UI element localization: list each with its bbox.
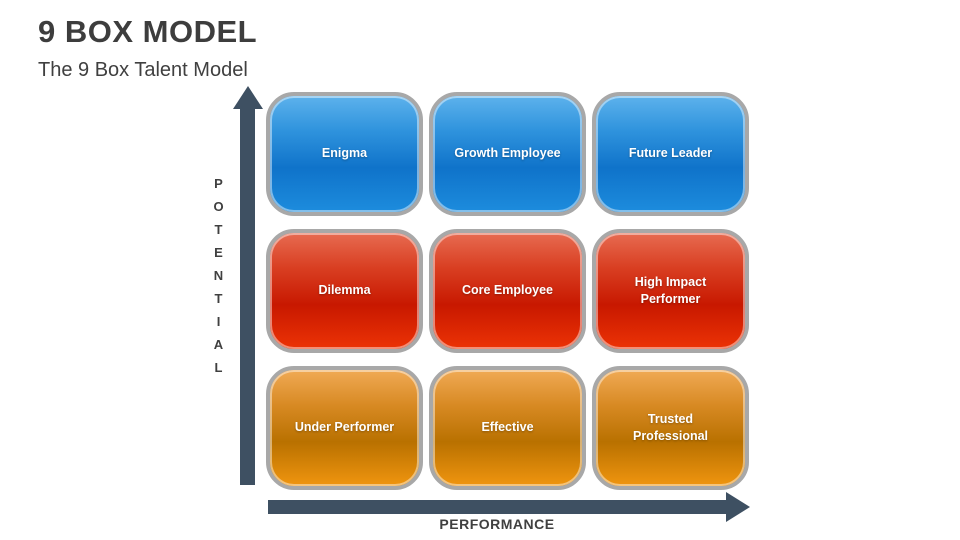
cell-label: High Impact Performer <box>634 274 707 307</box>
grid-cell-future-leader: Future Leader <box>592 92 749 216</box>
up-arrow-icon <box>233 86 263 109</box>
grid-cell-under-performer: Under Performer <box>266 366 423 490</box>
cell-label: Under Performer <box>294 420 395 435</box>
potential-axis-line <box>240 107 255 485</box>
cell-label: Core Employee <box>461 283 553 298</box>
page-title: 9 BOX MODEL <box>38 14 258 49</box>
right-arrow-icon <box>726 492 750 522</box>
grid-cell-enigma: Enigma <box>266 92 423 216</box>
page-subtitle: The 9 Box Talent Model <box>38 59 248 81</box>
grid-cell-core-employee: Core Employee <box>429 229 586 353</box>
grid-cell-growth-employee: Growth Employee <box>429 92 586 216</box>
grid-cell-dilemma: Dilemma <box>266 229 423 353</box>
nine-box-grid: Enigma Growth Employee Future Leader Dil… <box>266 92 749 490</box>
cell-label: Future Leader <box>628 146 713 161</box>
potential-axis-label: POTENTIAL <box>211 176 226 383</box>
grid-cell-trusted-professional: Trusted Professional <box>592 366 749 490</box>
cell-label: Growth Employee <box>454 146 561 161</box>
cell-label: Dilemma <box>318 283 371 298</box>
grid-cell-effective: Effective <box>429 366 586 490</box>
cell-label: Trusted Professional <box>632 411 709 444</box>
performance-axis-label: PERFORMANCE <box>439 516 555 532</box>
cell-label: Enigma <box>321 146 368 161</box>
cell-label: Effective <box>481 420 534 435</box>
performance-axis-line <box>268 500 726 514</box>
grid-cell-high-impact-performer: High Impact Performer <box>592 229 749 353</box>
